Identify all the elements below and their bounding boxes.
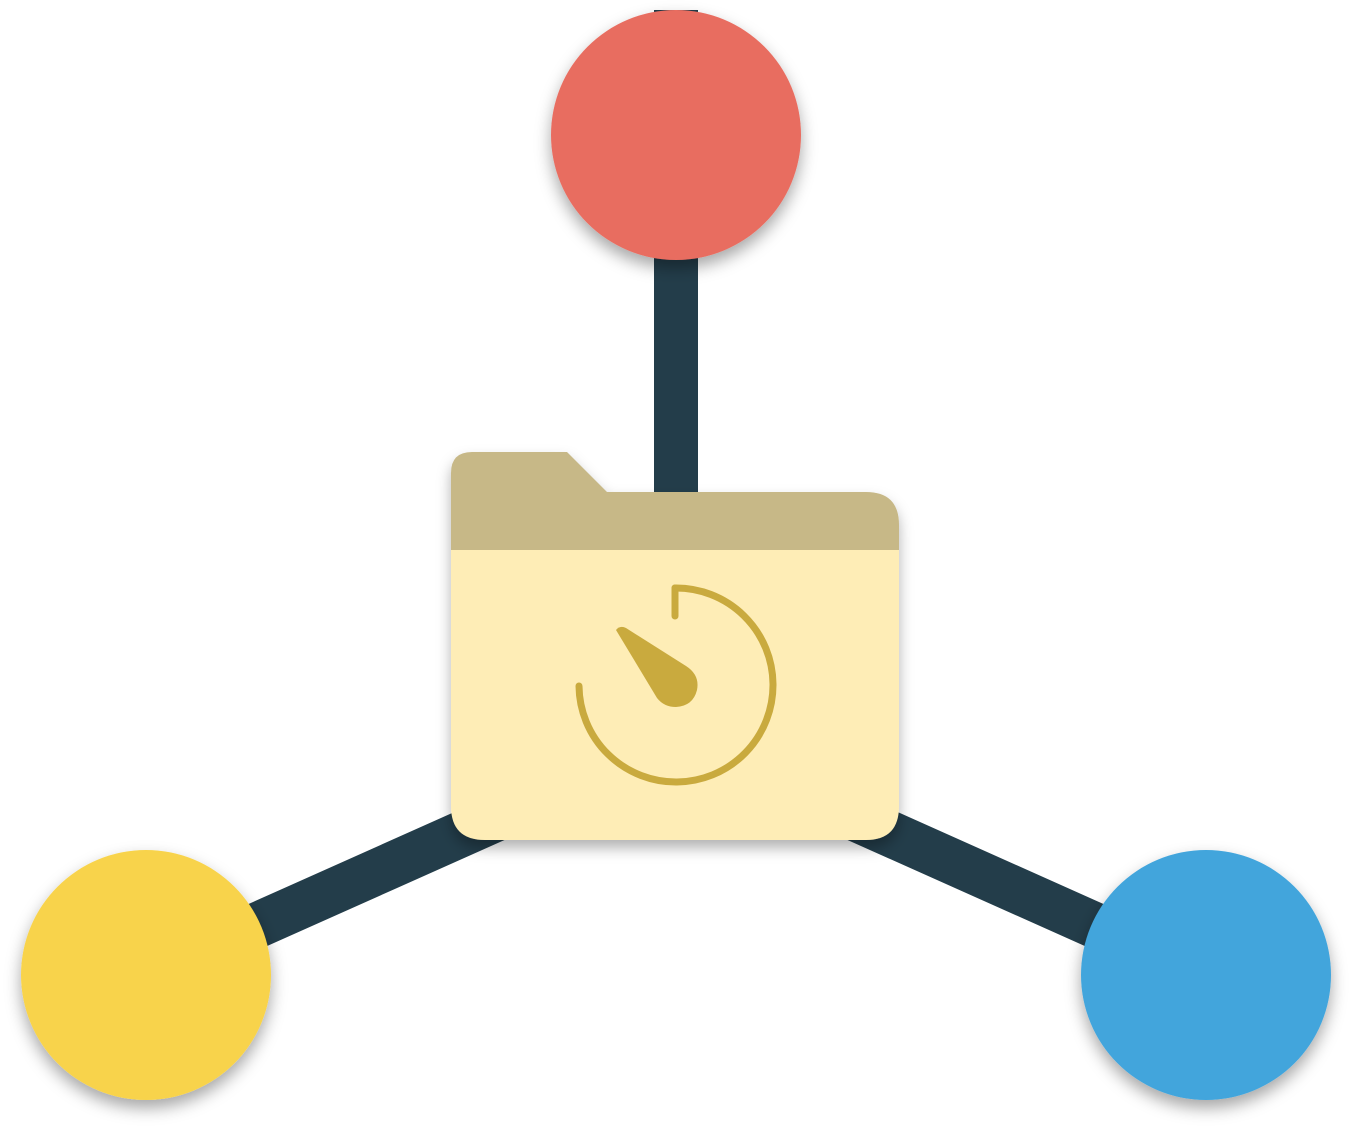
timer-hand [616, 626, 698, 707]
nodes [21, 10, 1331, 1100]
timer-dial-arc [575, 584, 777, 786]
timer-icon [575, 584, 777, 786]
node-top-circle [551, 10, 801, 260]
folder-icon [451, 452, 899, 840]
node-left-circle [21, 850, 271, 1100]
node-right-circle [1081, 850, 1331, 1100]
